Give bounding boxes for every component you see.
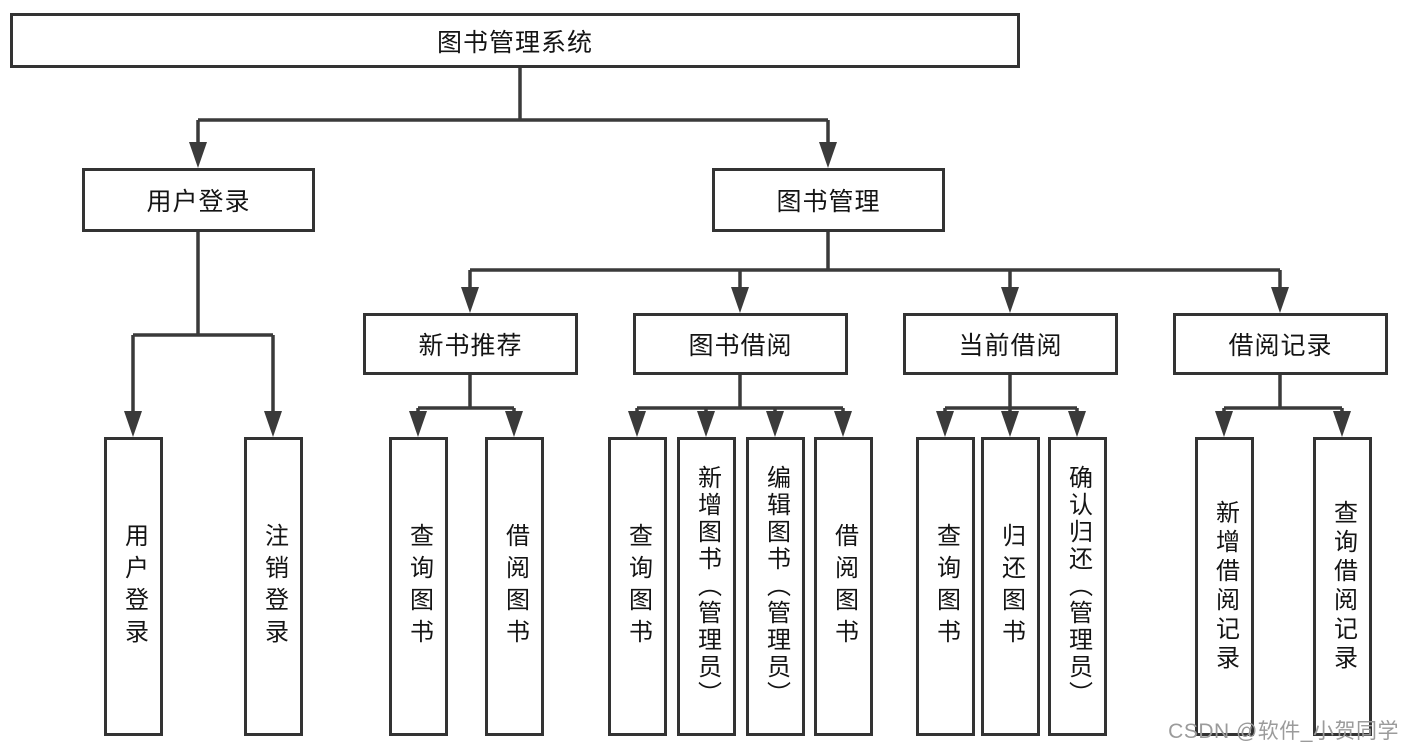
leaf-borrow-books-recommend: 借阅图书 [485, 437, 544, 736]
arrow-down-icon [697, 411, 715, 437]
arrow-down-icon [409, 411, 427, 437]
arrow-down-icon [834, 411, 852, 437]
arrow-down-icon [124, 411, 142, 437]
arrow-down-icon [936, 411, 954, 437]
arrow-down-icon [766, 411, 784, 437]
connector-root-to-level2 [196, 68, 830, 150]
leaf-query-borrow-record: 查询借阅记录 [1313, 437, 1372, 736]
arrow-down-icon [731, 287, 749, 313]
arrow-down-icon [264, 411, 282, 437]
leaf-query-books-borrow: 查询图书 [608, 437, 667, 736]
arrow-down-icon [628, 411, 646, 437]
arrow-down-icon [1001, 411, 1019, 437]
csdn-watermark: CSDN @软件_小贺同学 [1168, 720, 1399, 743]
connector-login-to-leaves [131, 232, 275, 419]
connector-mgmt-to-level3 [468, 232, 1282, 295]
node-library-system-root: 图书管理系统 [10, 13, 1020, 68]
node-borrowing-records: 借阅记录 [1173, 313, 1388, 375]
connector-borrow-to-leaves [635, 375, 845, 419]
leaf-confirm-return-admin: 确认归还（管理员） [1048, 437, 1107, 736]
leaf-logout: 注销登录 [244, 437, 303, 736]
node-book-borrowing: 图书借阅 [633, 313, 848, 375]
arrow-down-icon [819, 142, 837, 168]
arrow-down-icon [505, 411, 523, 437]
arrow-down-icon [1271, 287, 1289, 313]
connector-records-to-leaves [1222, 375, 1344, 419]
node-new-book-recommend: 新书推荐 [363, 313, 578, 375]
arrow-down-icon [1215, 411, 1233, 437]
leaf-query-books-current: 查询图书 [916, 437, 975, 736]
leaf-return-books: 归还图书 [981, 437, 1040, 736]
leaf-query-books-recommend: 查询图书 [389, 437, 448, 736]
node-book-management: 图书管理 [712, 168, 945, 232]
arrow-down-icon [461, 287, 479, 313]
arrow-down-icon [189, 142, 207, 168]
leaf-add-borrow-record: 新增借阅记录 [1195, 437, 1254, 736]
arrow-down-icon [1333, 411, 1351, 437]
leaf-add-books-admin: 新增图书（管理员） [677, 437, 736, 736]
node-user-login: 用户登录 [82, 168, 315, 232]
arrow-down-icon [1068, 411, 1086, 437]
leaf-borrow-books: 借阅图书 [814, 437, 873, 736]
leaf-user-login: 用户登录 [104, 437, 163, 736]
connector-recommend-to-leaves [416, 375, 516, 419]
leaf-edit-books-admin: 编辑图书（管理员） [746, 437, 805, 736]
node-current-borrowing: 当前借阅 [903, 313, 1118, 375]
arrow-down-icon [1001, 287, 1019, 313]
